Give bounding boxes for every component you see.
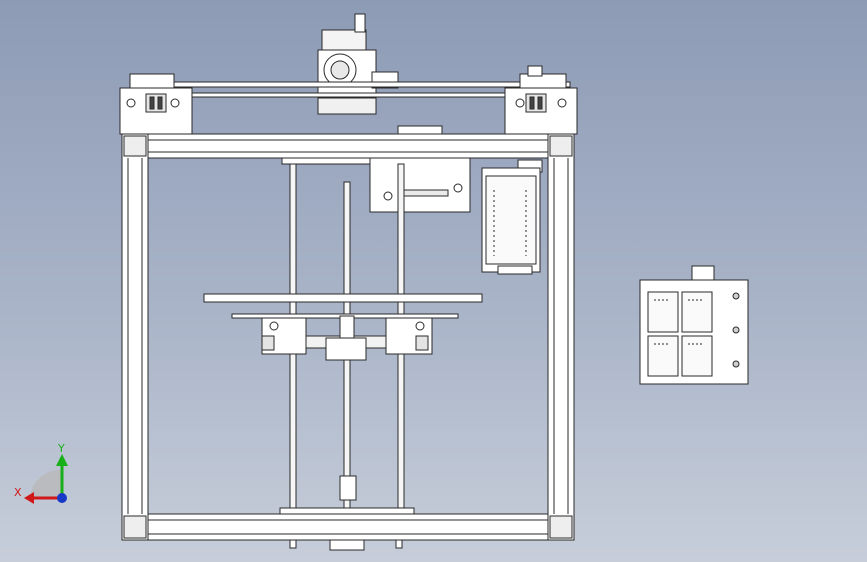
print-bed	[203, 293, 483, 303]
printer-frame-assembly[interactable]	[119, 13, 578, 551]
bottom-extrusion	[123, 513, 575, 541]
extruder-carriage[interactable]	[317, 13, 399, 115]
x-rail	[129, 81, 571, 88]
x-rail-lower	[129, 92, 571, 98]
y-axis-label: Y	[57, 442, 65, 455]
right-extrusion	[547, 133, 575, 541]
motor-mount	[369, 157, 471, 213]
side-electronics-board	[481, 159, 543, 275]
top-extrusion	[123, 133, 575, 159]
z-axis-dot	[57, 493, 67, 503]
bed-carriage	[261, 315, 433, 361]
left-extrusion	[121, 133, 149, 541]
right-top-bracket	[504, 65, 578, 135]
shaft-coupler	[339, 475, 357, 501]
x-axis-label: X	[14, 486, 22, 499]
orientation-triad: Y X	[14, 442, 68, 504]
control-board-part[interactable]	[639, 265, 749, 385]
